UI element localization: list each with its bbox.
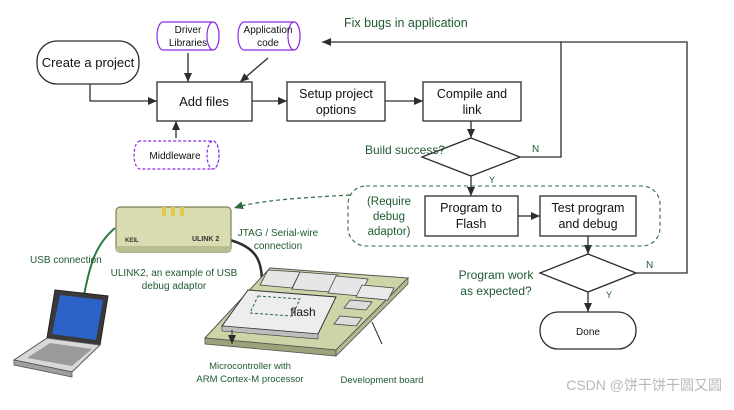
- node-program-work: Program work as expected? N Y: [459, 253, 653, 300]
- keil-brand: KEIL: [125, 238, 139, 244]
- flash-region: [249, 295, 301, 317]
- jtag-line1: JTAG / Serial-wire: [238, 228, 319, 239]
- work-yes-label: Y: [606, 290, 612, 300]
- edge-work-no-loop: [561, 41, 688, 274]
- ulink-caption-line2: debug adaptor: [142, 281, 207, 292]
- node-done: Done: [539, 311, 637, 350]
- jtag-line2: connection: [254, 241, 302, 252]
- node-compile-link: Compile and link: [422, 81, 522, 122]
- program-flash-line2: Flash: [456, 217, 487, 231]
- node-driver-libraries: Driver Libraries: [156, 21, 220, 51]
- ulink-brand: ULINK 2: [192, 236, 219, 243]
- program-flash-line1: Program to: [440, 201, 502, 215]
- laptop: [12, 289, 109, 378]
- edge-create-to-add: [89, 84, 157, 105]
- development-board: flash: [203, 267, 410, 357]
- node-middleware: Middleware: [133, 140, 220, 170]
- csdn-watermark: CSDN @饼干饼干圆又圆: [566, 377, 722, 393]
- mcu-caption-line2: ARM Cortex-M processor: [196, 374, 303, 385]
- node-add-files: Add files: [156, 81, 253, 122]
- require-debug-line3: adaptor): [368, 226, 411, 238]
- add-files-label: Add files: [179, 94, 229, 109]
- application-code-line1: Application: [244, 25, 293, 36]
- flash-label: flash: [290, 305, 315, 319]
- fix-bugs-label: Fix bugs in application: [344, 16, 468, 30]
- board-pointer: [371, 321, 383, 345]
- ulink2-adaptor: KEIL ULINK 2: [115, 206, 232, 253]
- node-setup-options: Setup project options: [286, 81, 386, 122]
- require-debug-line2: debug: [373, 211, 405, 223]
- edge-debug-to-ulink: [233, 194, 351, 210]
- compile-link-line1: Compile and: [437, 87, 507, 101]
- work-no-label: N: [646, 260, 653, 271]
- program-work-line1: Program work: [459, 268, 535, 282]
- create-project-label: Create a project: [42, 55, 135, 70]
- edge-app-to-add: [239, 57, 269, 83]
- connectors: [89, 38, 688, 312]
- compile-link-line2: link: [463, 103, 483, 117]
- usb-connection-label: USB connection: [30, 255, 102, 266]
- test-debug-line2: and debug: [558, 217, 617, 231]
- node-program-flash: Program to Flash: [424, 195, 519, 237]
- test-debug-line1: Test program: [552, 201, 625, 215]
- mcu-caption-line1: Microcontroller with: [209, 361, 291, 372]
- require-debug-line1: (Require: [367, 196, 411, 208]
- application-code-line2: code: [257, 38, 279, 49]
- driver-libraries-line2: Libraries: [169, 38, 207, 49]
- program-work-line2: as expected?: [460, 284, 532, 298]
- build-yes-label: Y: [489, 175, 495, 185]
- driver-libraries-line1: Driver: [175, 25, 202, 36]
- ulink-caption-line1: ULINK2, an example of USB: [111, 268, 238, 279]
- node-test-debug: Test program and debug: [539, 195, 637, 237]
- debug-group: (Require debug adaptor): [347, 185, 661, 247]
- build-no-label: N: [532, 144, 539, 155]
- node-application-code: Application code: [237, 21, 301, 51]
- done-label: Done: [576, 327, 600, 338]
- middleware-label: Middleware: [149, 151, 201, 162]
- edge-build-no-loop: [322, 38, 562, 158]
- node-create-project: Create a project: [36, 40, 140, 85]
- build-success-label: Build success?: [365, 143, 445, 157]
- board-caption: Development board: [341, 375, 424, 386]
- setup-options-line1: Setup project: [299, 87, 373, 101]
- usb-cable: [83, 227, 116, 296]
- setup-options-line2: options: [316, 103, 356, 117]
- node-build-success: Build success? N Y: [365, 137, 539, 185]
